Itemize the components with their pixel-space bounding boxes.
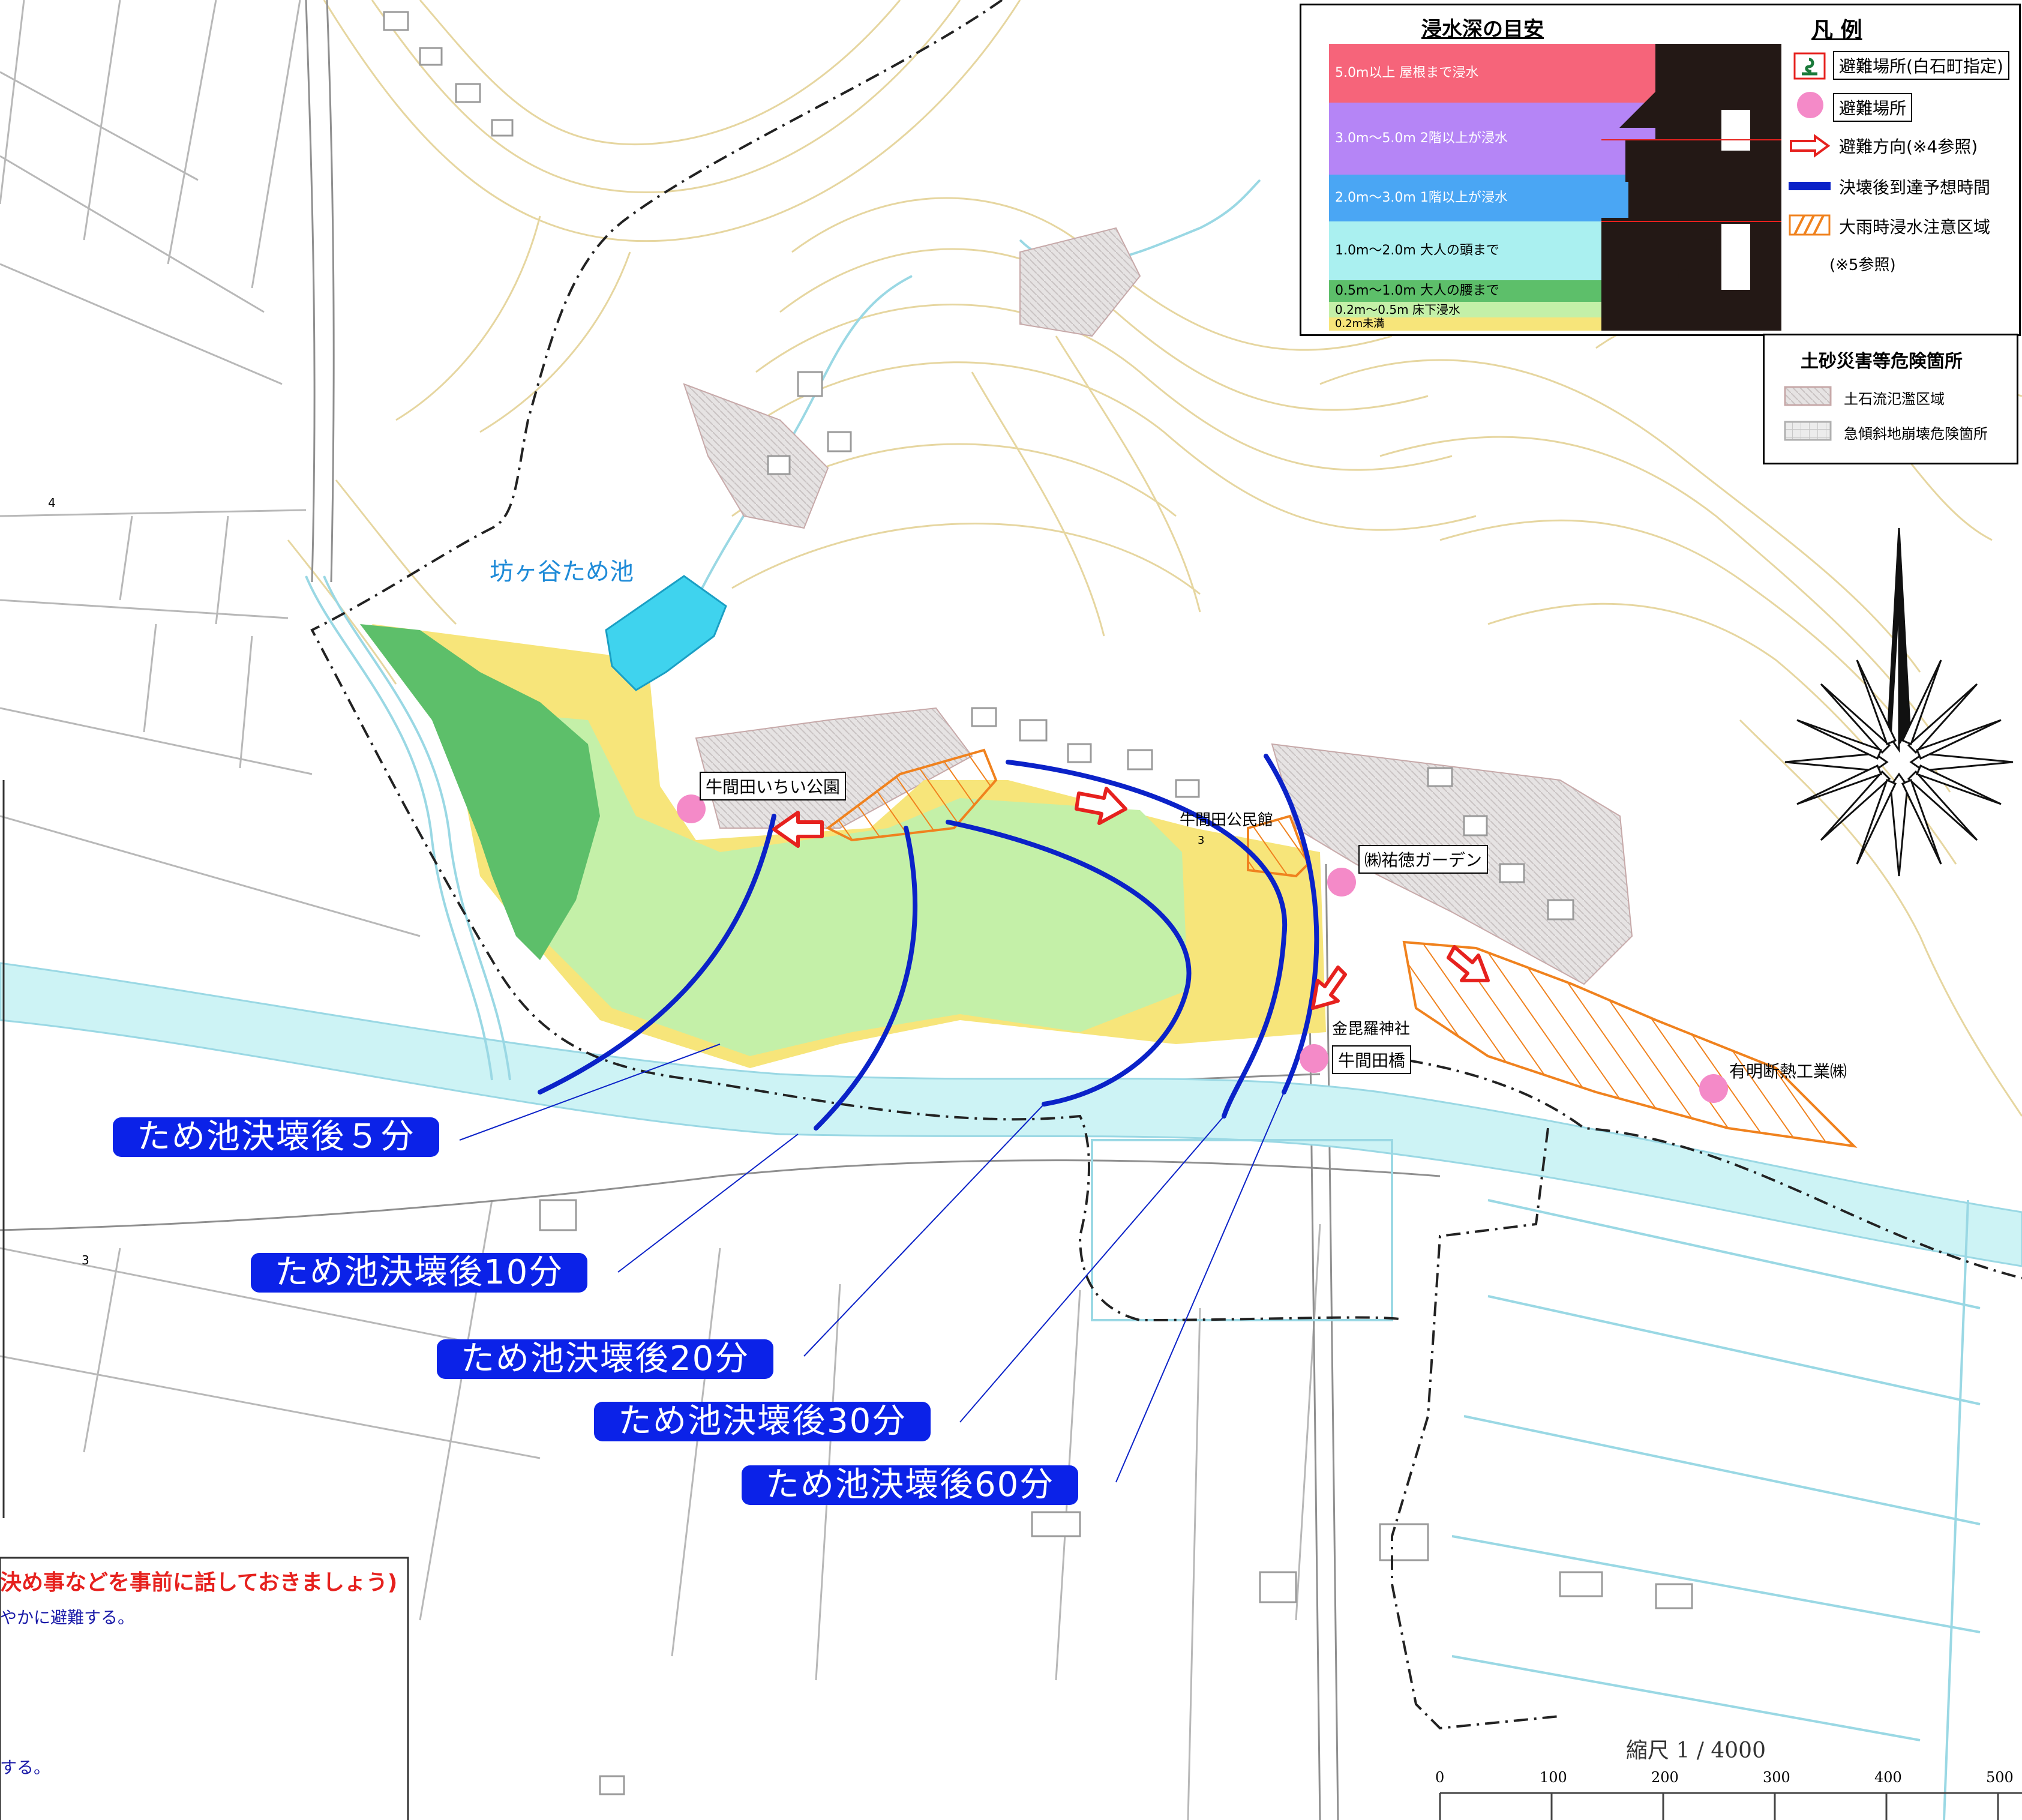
grid-number: 4 — [48, 496, 56, 510]
time-label-5min: ため池決壊後５分 — [113, 1117, 439, 1157]
time-label-60min: ため池決壊後60分 — [742, 1465, 1079, 1505]
steep-slope-zone — [683, 383, 829, 529]
debris-flow-hatch-icon — [1784, 386, 1832, 406]
evacuation-site-bridge — [1300, 1044, 1328, 1073]
legend-item-arrival: 決壊後到達予想時間 — [1839, 178, 1991, 197]
buildings — [383, 11, 1693, 1795]
leader-lines — [459, 1044, 1285, 1483]
evacuation-site-factory — [1699, 1074, 1728, 1103]
flood-zone-lightgreen — [456, 708, 1188, 1056]
arrival-time-lines — [538, 754, 1319, 1131]
heavy-rain-flood-caution-areas — [826, 748, 1858, 1148]
compass-rose-icon — [1784, 527, 2014, 877]
flood-zone-green — [360, 624, 600, 960]
steep-slope-grid-icon — [1784, 421, 1832, 441]
note-line-2: やかに避難する。 — [0, 1608, 135, 1627]
place-label-factory: 有明断熱工業㈱ — [1729, 1062, 1847, 1081]
evacuation-arrow-icon — [772, 811, 824, 848]
pond — [605, 575, 727, 691]
sediment-legend-title: 土砂災害等危険箇所 — [1801, 351, 1963, 372]
place-label-garden: ㈱祐徳ガーデン — [1358, 845, 1489, 874]
scale-tick: 100 — [1540, 1769, 1567, 1786]
legend-item-site: 避難場所 — [1833, 93, 1913, 122]
river — [0, 962, 2022, 1267]
legend-note: (※5参照) — [1829, 256, 1896, 274]
evacuation-arrow-icon — [1311, 966, 1347, 1010]
evacuation-site-pink-dot-icon — [1797, 92, 1823, 118]
place-label-bridge: 牛間田橋 — [1332, 1045, 1412, 1074]
pond-name: 坊ヶ谷ため池 — [490, 558, 634, 586]
scale-label: 縮尺 1 / 4000 — [1626, 1738, 1766, 1763]
house-silhouette-icon — [1601, 44, 1781, 331]
time-label-20min: ため池決壊後20分 — [437, 1339, 774, 1379]
scale-bar — [1439, 1792, 2022, 1820]
sediment-item-debris: 土石流氾濫区域 — [1844, 391, 1945, 407]
evacuation-arrow-icon — [1447, 945, 1490, 982]
grid-number: 3 — [1198, 834, 1205, 847]
place-label-park: 牛間田いちい公園 — [700, 772, 847, 800]
scale-tick: 200 — [1651, 1769, 1679, 1786]
legend-item-direction: 避難方向(※4参照) — [1839, 137, 1978, 157]
note-line-3: する。 — [0, 1758, 51, 1777]
evacuation-arrow-icon — [1075, 787, 1127, 825]
place-label-shrine: 金毘羅神社 — [1332, 1020, 1411, 1038]
blue-line-icon — [1789, 182, 1831, 190]
flood-legend-box: 浸水深の目安 5.0m以上 屋根まで浸水 3.0m～5.0m 2階以上が浸水 2… — [1300, 4, 2021, 336]
steep-slope-zone — [1019, 227, 1141, 337]
district-boundary — [1391, 1128, 1561, 1730]
time-label-10min: ため池決壊後10分 — [251, 1253, 588, 1293]
flood-zone-yellow-east — [1194, 852, 1320, 1020]
district-boundary — [310, 0, 1405, 1322]
place-label-hall: 牛間田公民館 — [1180, 811, 1274, 829]
note-line-1: 決め事などを事前に話しておきましょう) — [0, 1570, 398, 1595]
evacuation-site-garden — [1327, 868, 1356, 896]
legend-title: 凡 例 — [1811, 18, 1862, 43]
sediment-legend-box: 土砂災害等危険箇所 土石流氾濫区域 急傾斜地崩壊危険箇所 — [1763, 334, 2018, 464]
legend-item-caution: 大雨時浸水注意区域 — [1839, 217, 1991, 237]
time-label-30min: ため池決壊後30分 — [594, 1402, 931, 1441]
depth-legend-title: 浸水深の目安 — [1421, 17, 1544, 41]
scale-tick: 0 — [1435, 1769, 1445, 1786]
evacuation-arrows — [772, 787, 1490, 1010]
grid-number: 3 — [82, 1253, 89, 1267]
district-boundary — [1379, 1055, 2022, 1279]
evacuation-site-park — [677, 794, 706, 823]
legend-item-designated: 避難場所(白石町指定) — [1833, 51, 2009, 80]
depth-scale: 5.0m以上 屋根まで浸水 3.0m～5.0m 2階以上が浸水 2.0m～3.0… — [1329, 44, 1781, 331]
scale-tick: 400 — [1874, 1769, 1902, 1786]
scale-tick: 500 — [1986, 1769, 2014, 1786]
orange-hatch-icon — [1789, 214, 1831, 236]
scale-tick: 300 — [1763, 1769, 1790, 1786]
evacuation-sites — [677, 794, 1728, 1103]
sediment-item-steep: 急傾斜地崩壊危険箇所 — [1844, 425, 1988, 442]
evacuation-site-designated-icon — [1793, 52, 1826, 80]
evacuation-arrow-icon — [1790, 134, 1831, 158]
notes-box-frame — [0, 1557, 409, 1820]
